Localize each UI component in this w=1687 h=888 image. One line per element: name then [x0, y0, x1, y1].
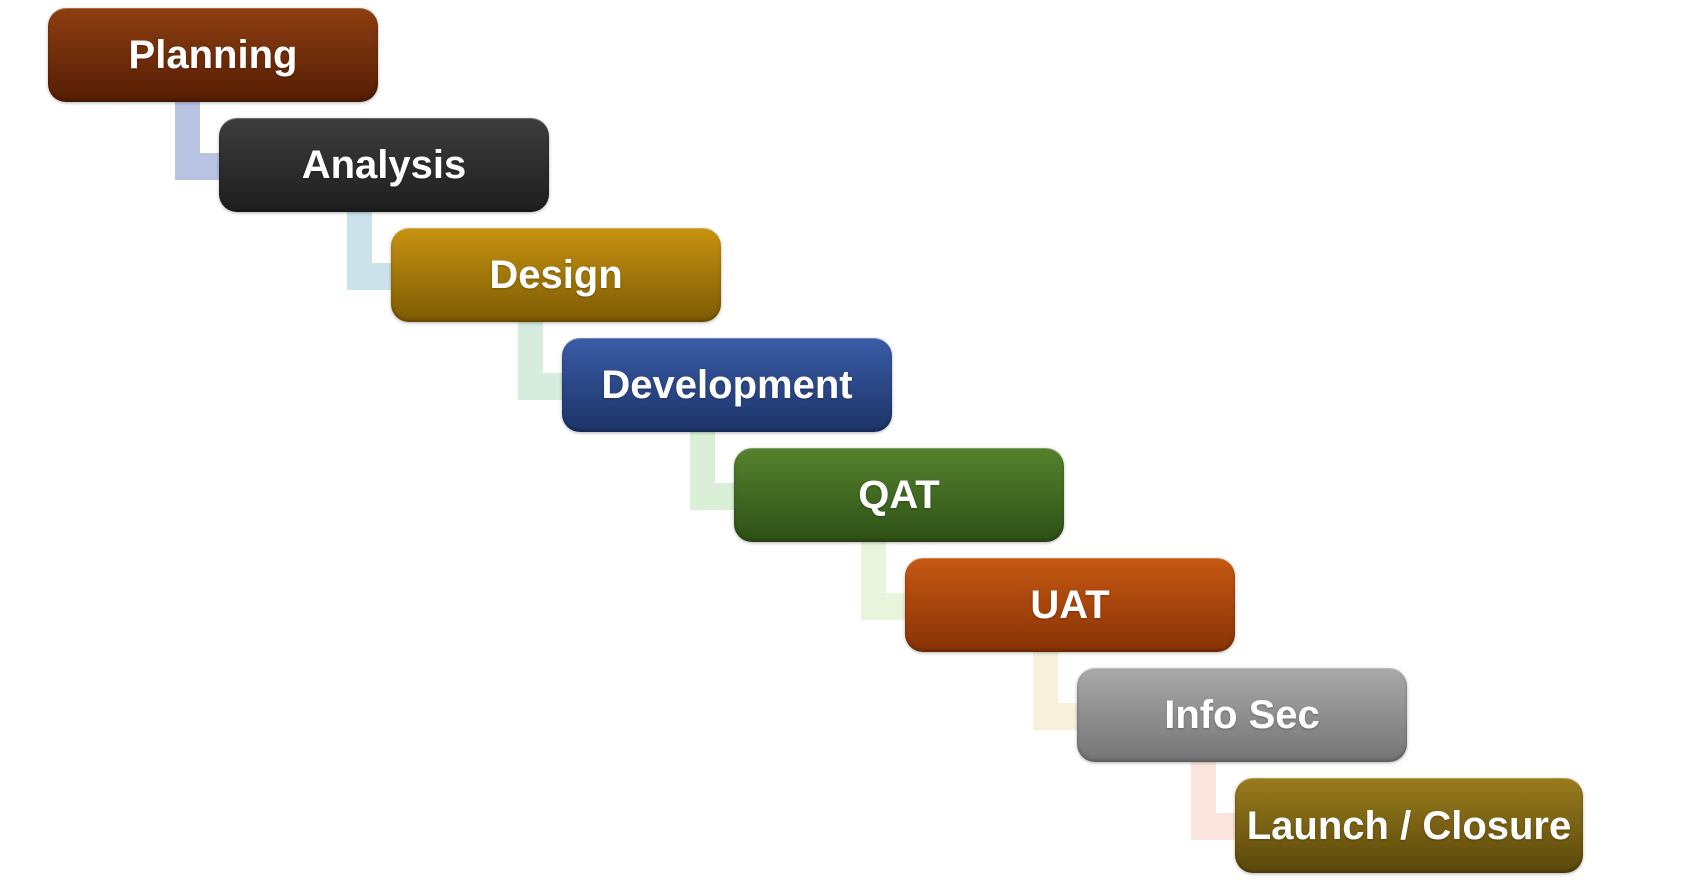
step-qat: QAT [734, 448, 1064, 542]
step-uat: UAT [905, 558, 1235, 652]
connector-planning-analysis [175, 92, 244, 180]
step-label-qat: QAT [858, 473, 940, 517]
step-analysis: Analysis [219, 118, 549, 212]
step-infosec: Info Sec [1077, 668, 1407, 762]
step-label-uat: UAT [1030, 583, 1110, 627]
connector-qat-uat [861, 532, 930, 620]
connector-infosec-launch [1191, 752, 1260, 840]
step-development: Development [562, 338, 892, 432]
connector-analysis-design [347, 202, 416, 290]
connector-design-development [518, 312, 587, 400]
step-launch-closure: Launch / Closure [1235, 778, 1583, 873]
connector-development-qat [690, 422, 759, 510]
step-label-planning: Planning [128, 33, 298, 77]
step-label-launch-closure: Launch / Closure [1246, 803, 1572, 848]
step-label-analysis: Analysis [301, 143, 467, 187]
step-label-infosec: Info Sec [1164, 693, 1320, 737]
step-planning: Planning [48, 8, 378, 102]
step-label-design: Design [489, 253, 623, 297]
step-label-development: Development [601, 363, 853, 407]
connector-uat-infosec [1033, 642, 1102, 730]
step-design: Design [391, 228, 721, 322]
